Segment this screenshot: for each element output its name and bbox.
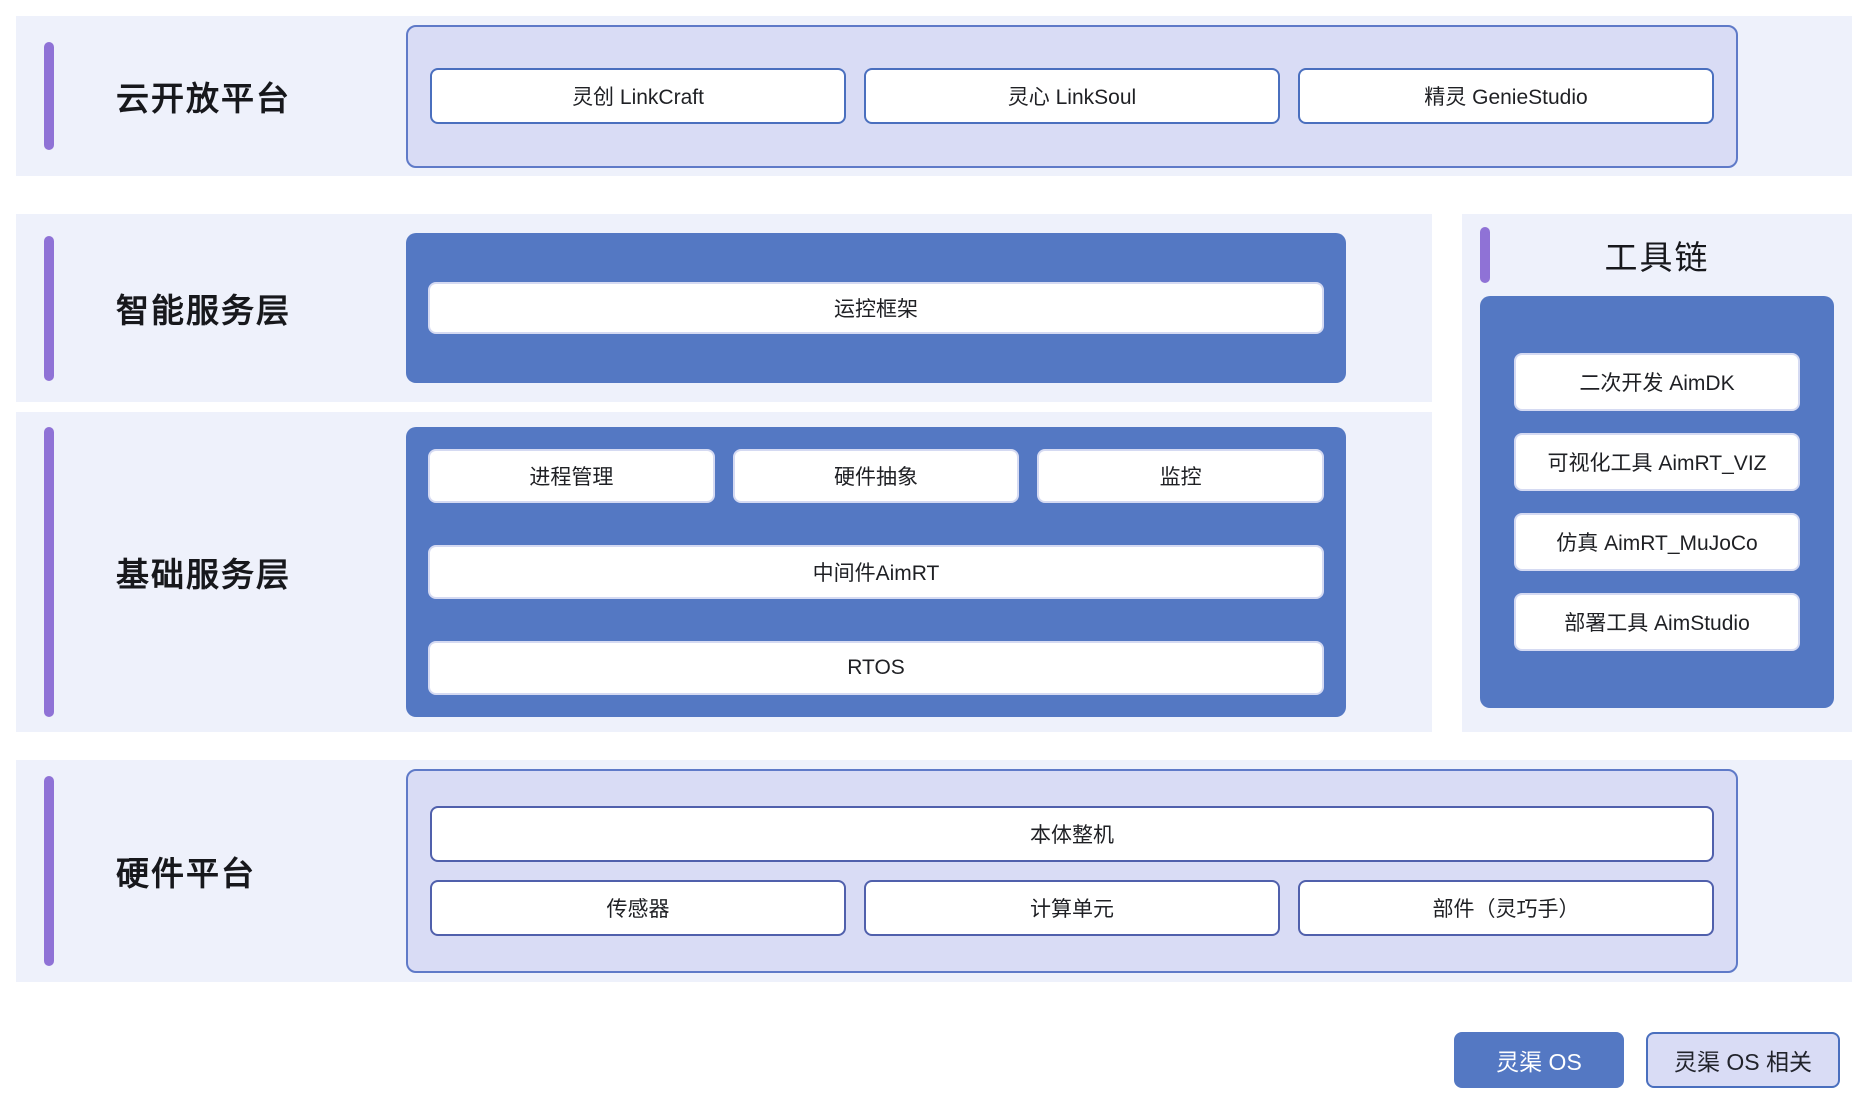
layer-row-cloud-platform: 云开放平台 灵创 LinkCraft 灵心 LinkSoul 精灵 GenieS…: [16, 16, 1852, 176]
chip-monitoring[interactable]: 监控: [1037, 449, 1325, 503]
accent-bar-icon: [44, 235, 54, 381]
base-service-chip-row: 进程管理 硬件抽象 监控: [428, 449, 1325, 503]
layer-title-cloud-platform: 云开放平台: [116, 80, 291, 117]
legend-item-lingqu-os-related[interactable]: 灵渠 OS 相关: [1645, 1032, 1840, 1088]
chip-aimrt-viz[interactable]: 可视化工具 AimRT_VIZ: [1514, 433, 1800, 491]
group-intelligent-service: 运控框架: [406, 233, 1346, 383]
layer-title-base-service: 基础服务层: [116, 556, 291, 593]
layer-title-hardware-platform: 硬件平台: [116, 855, 256, 892]
group-base-service: 进程管理 硬件抽象 监控 中间件AimRT RTOS: [406, 427, 1346, 717]
chip-hardware-abstraction[interactable]: 硬件抽象: [732, 449, 1020, 503]
chip-sensor[interactable]: 传感器: [430, 880, 846, 936]
chip-dexterous-hand[interactable]: 部件（灵巧手）: [1298, 880, 1714, 936]
hardware-chip-row: 传感器 计算单元 部件（灵巧手）: [430, 880, 1714, 936]
layer-label-intelligent-service: 智能服务层: [16, 235, 406, 381]
chip-geniestudio[interactable]: 精灵 GenieStudio: [1298, 68, 1714, 124]
chip-rtos[interactable]: RTOS: [428, 641, 1324, 695]
chip-compute-unit[interactable]: 计算单元: [864, 880, 1280, 936]
group-hardware-platform: 本体整机 传感器 计算单元 部件（灵巧手）: [406, 769, 1738, 973]
chip-middleware-aimrt[interactable]: 中间件AimRT: [428, 545, 1324, 599]
accent-bar-icon: [44, 776, 54, 966]
layer-label-cloud-platform: 云开放平台: [16, 42, 406, 150]
accent-bar-icon: [44, 427, 54, 717]
layer-title-intelligent-service: 智能服务层: [116, 292, 291, 329]
accent-bar-icon: [1480, 227, 1490, 283]
cloud-platform-chip-row: 灵创 LinkCraft 灵心 LinkSoul 精灵 GenieStudio: [430, 68, 1714, 124]
chip-aimdk[interactable]: 二次开发 AimDK: [1514, 353, 1800, 411]
layer-label-base-service: 基础服务层: [16, 427, 406, 717]
group-toolchain: 二次开发 AimDK 可视化工具 AimRT_VIZ 仿真 AimRT_MuJo…: [1480, 296, 1834, 708]
chip-motion-control-framework[interactable]: 运控框架: [428, 282, 1324, 334]
chip-process-management[interactable]: 进程管理: [428, 449, 715, 503]
layer-row-hardware-platform: 硬件平台 本体整机 传感器 计算单元 部件（灵巧手）: [16, 760, 1852, 982]
group-cloud-platform: 灵创 LinkCraft 灵心 LinkSoul 精灵 GenieStudio: [406, 24, 1738, 168]
chip-aimstudio[interactable]: 部署工具 AimStudio: [1514, 593, 1800, 651]
chip-linkcraft[interactable]: 灵创 LinkCraft: [430, 68, 846, 124]
chip-aimrt-mujoco[interactable]: 仿真 AimRT_MuJoCo: [1514, 513, 1800, 571]
layer-row-base-service: 基础服务层 进程管理 硬件抽象 监控 中间件AimRT RTOS: [16, 412, 1432, 732]
toolchain-title: 工具链: [1604, 239, 1710, 276]
accent-bar-icon: [44, 42, 54, 150]
legend-item-lingqu-os[interactable]: 灵渠 OS: [1453, 1032, 1624, 1088]
chip-linksoul[interactable]: 灵心 LinkSoul: [864, 68, 1280, 124]
toolchain-header: 工具链: [1462, 214, 1852, 296]
layer-label-hardware-platform: 硬件平台: [16, 776, 406, 966]
panel-toolchain: 工具链 二次开发 AimDK 可视化工具 AimRT_VIZ 仿真 AimRT_…: [1462, 214, 1852, 732]
legend: 灵渠 OS 灵渠 OS 相关: [1453, 1032, 1840, 1088]
layer-row-intelligent-service: 智能服务层 运控框架: [16, 214, 1432, 402]
chip-robot-body[interactable]: 本体整机: [430, 806, 1714, 862]
